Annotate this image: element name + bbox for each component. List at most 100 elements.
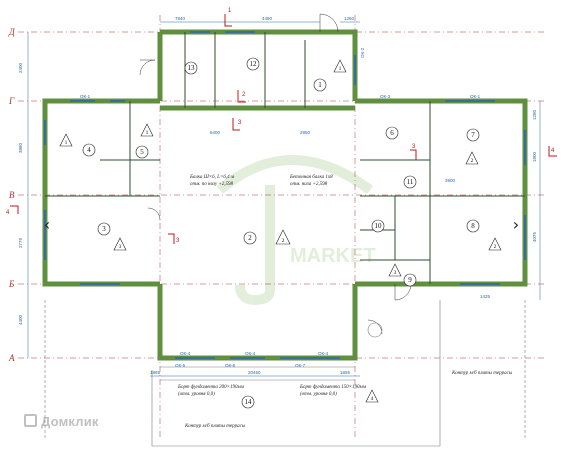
- market-watermark: MARKET: [216, 155, 376, 306]
- dimensions: 7840 4490 1260 6400 2950 3900 1865 20450…: [18, 16, 541, 377]
- ok-b1: ОК-5: [175, 363, 186, 368]
- note-found-left: Борт фундамента 200×190мм: [177, 385, 245, 390]
- dim-left-a: 2400: [18, 62, 23, 73]
- svg-text:3: 3: [119, 244, 122, 250]
- axis-label-g: Г: [8, 96, 15, 106]
- section-3-top: 3: [238, 120, 242, 126]
- room-11: 11: [403, 175, 417, 189]
- plan-notes: Балка Ш×6, L=6,4 м отм. по низу +2,598 Б…: [177, 175, 513, 429]
- section-marks: 1 2 3 4 4 3 3: [6, 8, 557, 244]
- svg-text:12: 12: [250, 60, 258, 68]
- domclick-watermark: Домклик: [24, 414, 99, 429]
- room-2: 2: [243, 231, 257, 245]
- svg-text:1: 1: [146, 130, 149, 136]
- note-canopy-right: Контур м/б плиты террасы: [451, 371, 513, 376]
- note-beam2b: отм. низа +2,598: [290, 182, 328, 187]
- dim-left-d: 4400: [18, 314, 23, 325]
- svg-text:2: 2: [471, 158, 474, 164]
- tri-2c: 2: [488, 237, 502, 251]
- room-4: 4: [82, 143, 96, 157]
- ok-left: ОК-1: [80, 94, 91, 99]
- ok-b4: ОК-4: [180, 351, 191, 356]
- svg-text:2: 2: [494, 244, 497, 250]
- dim-right-b: 1800: [532, 151, 537, 162]
- domclick-logo-icon: [24, 414, 37, 427]
- svg-text:11: 11: [407, 178, 414, 186]
- note-beam2: Бетонная балка 1х8: [289, 175, 333, 180]
- svg-text:7: 7: [471, 131, 475, 139]
- note-canopy-bottom: Контур м/б плиты террасы: [184, 424, 246, 429]
- dim-right-d: 1425: [480, 294, 491, 299]
- svg-text:9: 9: [408, 276, 412, 284]
- note-beam1: Балка Ш×6, L=6,4 м: [189, 175, 235, 180]
- dim-bottom-a: 1865: [150, 370, 161, 375]
- axis-label-b: Б: [8, 279, 15, 289]
- svg-text:2: 2: [282, 238, 285, 244]
- tri-1c: 1: [140, 123, 154, 137]
- axis-label-v: В: [9, 190, 15, 200]
- domclick-watermark-text: Домклик: [41, 414, 99, 429]
- ok-b5: ОК-4: [245, 351, 256, 356]
- ok-top1: ОК-3: [380, 94, 391, 99]
- dim-top-a: 7840: [175, 16, 186, 21]
- dim-mid-b: 2950: [300, 130, 311, 135]
- axis-label-a: А: [8, 353, 15, 363]
- note-found-right: Борт фундамента 150×190мм: [299, 385, 367, 390]
- dim-top-b: 4490: [262, 16, 273, 21]
- dim-right-c: 4075: [532, 231, 537, 242]
- room-3: 3: [97, 222, 111, 236]
- room-7: 7: [466, 128, 480, 142]
- svg-text:13: 13: [188, 64, 196, 72]
- ok-right: ОК-1: [470, 94, 481, 99]
- next-image-button[interactable]: ›: [512, 215, 520, 234]
- doors: [139, 13, 412, 338]
- axis-label-d: Д: [8, 27, 16, 37]
- tri-2: 2: [275, 229, 291, 245]
- svg-text:4: 4: [87, 146, 91, 154]
- section-2-top: 2: [242, 92, 246, 98]
- tri-3: 3: [113, 237, 127, 251]
- svg-text:3: 3: [102, 225, 106, 233]
- dim-top-c: 1260: [344, 16, 355, 21]
- section-3-mid: 3: [176, 238, 180, 244]
- svg-text:8: 8: [471, 222, 475, 230]
- room-13: 13: [184, 61, 198, 75]
- note-found-right2: (отм. уровня 0,0): [300, 392, 337, 397]
- room-5: 5: [135, 145, 149, 159]
- terrace-contours: [44, 300, 526, 447]
- room-8: 8: [466, 219, 480, 233]
- dim-bottom-c: 1855: [340, 370, 351, 375]
- room-10: 10: [371, 219, 385, 233]
- tri-1b: 1: [333, 59, 347, 73]
- section-1-top: 1: [228, 8, 232, 14]
- tri-1: 1: [59, 133, 73, 147]
- windows: [44, 31, 526, 359]
- svg-text:6: 6: [390, 129, 394, 137]
- prev-image-button[interactable]: ‹: [43, 215, 51, 234]
- market-wm-text: MARKET: [290, 245, 376, 267]
- axis-labels: Д Г В Б А: [8, 27, 16, 363]
- svg-text:14: 14: [245, 398, 253, 406]
- svg-text:1: 1: [339, 66, 342, 72]
- room-12: 12: [246, 57, 260, 71]
- dim-left-b: 3880: [18, 142, 23, 153]
- tri-3b: 3: [388, 263, 402, 277]
- section-4-right: 4: [551, 148, 555, 154]
- room-9: 9: [403, 273, 417, 287]
- dim-mid-c: 3900: [445, 178, 456, 183]
- dim-left-c: 2779: [18, 237, 23, 248]
- svg-text:4: 4: [371, 396, 374, 402]
- svg-text:2: 2: [248, 234, 252, 242]
- room-6: 6: [385, 126, 399, 140]
- svg-text:10: 10: [375, 222, 383, 230]
- ok-b2: ОК-6: [225, 363, 236, 368]
- inner-partitions: [45, 32, 525, 284]
- ok-b3: ОК-7: [295, 363, 306, 368]
- dim-right-a: 1280: [532, 109, 537, 120]
- dim-bottom-b: 20450: [248, 370, 261, 375]
- section-3-right: 3: [412, 144, 416, 150]
- note-found-left2: (отм. уровня 0,0): [178, 392, 215, 397]
- svg-text:5: 5: [140, 148, 144, 156]
- note-beam1b: отм. по низу +2,598: [190, 182, 234, 187]
